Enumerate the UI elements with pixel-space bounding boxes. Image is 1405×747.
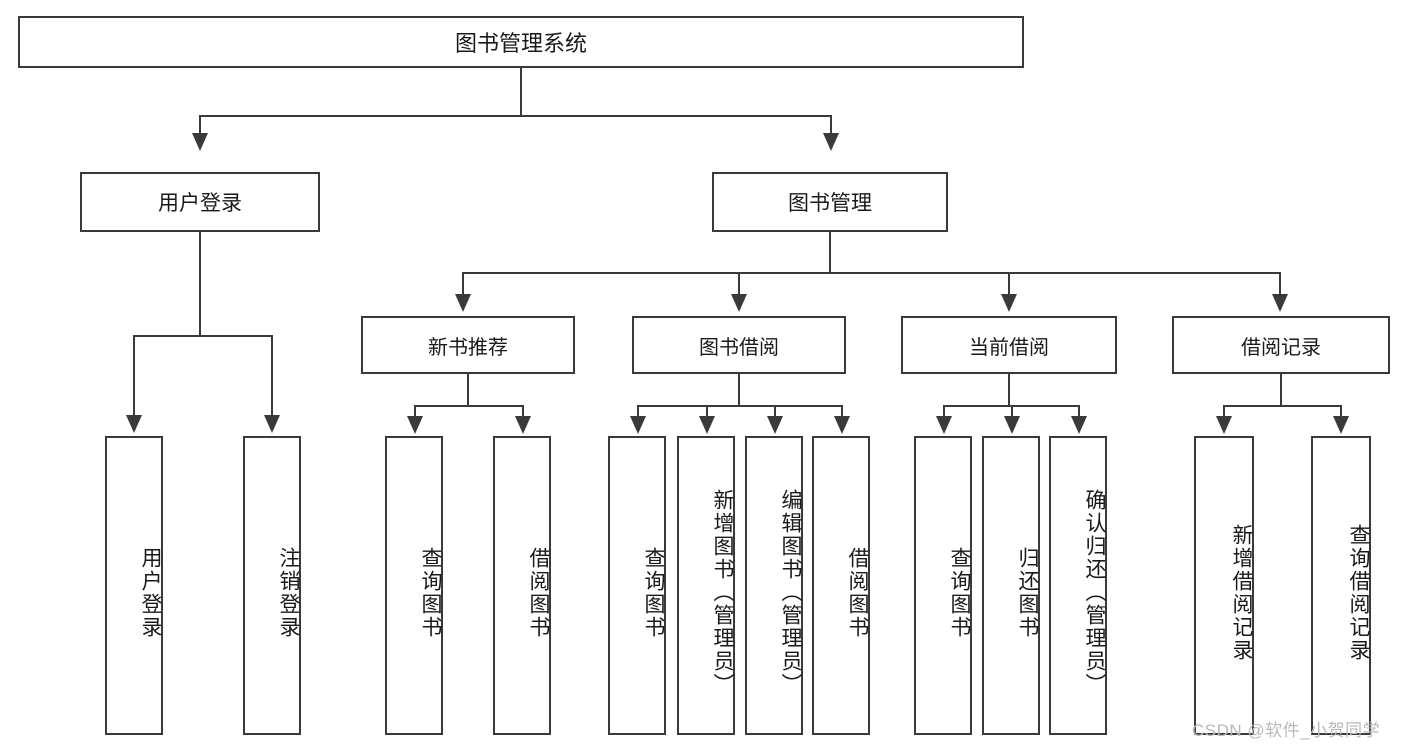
connector-to-book-borrow — [738, 272, 740, 296]
node-label: 查询图书 — [642, 546, 665, 639]
node-new-book-recommend[interactable]: 新书推荐 — [361, 316, 575, 374]
leaf-query-book-recommend[interactable]: 查询图书 — [385, 436, 443, 735]
node-label: 查询图书 — [419, 546, 442, 639]
leaf-borrow-book-recommend[interactable]: 借阅图书 — [493, 436, 551, 735]
connector-book-borrow-c4 — [841, 405, 843, 418]
node-user-login[interactable]: 用户登录 — [80, 172, 320, 232]
node-label: 查询借阅记录 — [1347, 523, 1370, 662]
connector-current-borrow-stem — [1008, 374, 1010, 405]
node-label: 借阅记录 — [1241, 336, 1321, 359]
node-label: 图书借阅 — [699, 336, 779, 359]
node-label: 图书管理系统 — [454, 31, 587, 56]
leaf-query-book-current[interactable]: 查询图书 — [914, 436, 972, 735]
connector-user-login-right — [271, 335, 273, 417]
connector-root-to-book-manage — [830, 115, 832, 137]
leaf-user-login[interactable]: 用户登录 — [105, 436, 163, 735]
leaf-query-book-borrow[interactable]: 查询图书 — [608, 436, 666, 735]
node-label: 查询图书 — [948, 546, 971, 639]
arrowhead-book-borrow-leaf-3 — [767, 416, 783, 434]
node-label: 用户登录 — [139, 546, 162, 639]
node-label: 新增借阅记录 — [1230, 523, 1253, 662]
arrowhead-to-book-borrow — [731, 294, 747, 312]
node-label: 注销登录 — [277, 546, 300, 639]
leaf-borrow-book[interactable]: 借阅图书 — [812, 436, 870, 735]
node-current-borrow[interactable]: 当前借阅 — [901, 316, 1117, 374]
connector-new-book-c1 — [414, 405, 416, 418]
connector-book-borrow-c2 — [706, 405, 708, 418]
node-label: 确认归还（管理员） — [1083, 489, 1106, 696]
arrowhead-user-login-leaf-1 — [126, 415, 142, 433]
connector-book-manage-stem — [829, 232, 831, 272]
connector-current-borrow-c1 — [943, 405, 945, 418]
connector-current-borrow-c3 — [1078, 405, 1080, 418]
connector-user-login-left — [133, 335, 135, 417]
leaf-return-book[interactable]: 归还图书 — [982, 436, 1040, 735]
leaf-confirm-return-admin[interactable]: 确认归还（管理员） — [1049, 436, 1107, 735]
connector-to-current-borrow — [1008, 272, 1010, 296]
node-label: 归还图书 — [1016, 546, 1039, 639]
node-label: 借阅图书 — [846, 546, 869, 639]
leaf-logout[interactable]: 注销登录 — [243, 436, 301, 735]
arrowhead-to-current-borrow — [1001, 294, 1017, 312]
node-book-management[interactable]: 图书管理 — [712, 172, 948, 232]
connector-book-borrow-c3 — [774, 405, 776, 418]
connector-borrow-record-c1 — [1223, 405, 1225, 418]
connector-root-bar — [199, 115, 832, 117]
node-label: 用户登录 — [158, 192, 242, 215]
connector-user-login-bar — [133, 335, 272, 337]
arrowhead-root-to-book-manage — [823, 133, 839, 151]
connector-borrow-record-stem — [1280, 374, 1282, 405]
arrowhead-book-borrow-leaf-2 — [699, 416, 715, 434]
node-root-system[interactable]: 图书管理系统 — [18, 16, 1024, 68]
arrowhead-new-book-leaf-2 — [515, 416, 531, 434]
node-label: 当前借阅 — [969, 336, 1049, 359]
arrowhead-borrow-record-leaf-1 — [1216, 416, 1232, 434]
connector-new-book-c2 — [522, 405, 524, 418]
connector-current-borrow-c2 — [1011, 405, 1013, 418]
arrowhead-new-book-leaf-1 — [407, 416, 423, 434]
node-label: 新增图书（管理员） — [711, 489, 734, 696]
arrowhead-borrow-record-leaf-2 — [1333, 416, 1349, 434]
connector-book-manage-bar — [462, 272, 1281, 274]
node-book-borrow[interactable]: 图书借阅 — [632, 316, 846, 374]
arrowhead-to-borrow-record — [1272, 294, 1288, 312]
leaf-edit-book-admin[interactable]: 编辑图书（管理员） — [745, 436, 803, 735]
arrowhead-current-borrow-leaf-3 — [1071, 416, 1087, 434]
arrowhead-book-borrow-leaf-4 — [834, 416, 850, 434]
connector-book-borrow-c1 — [637, 405, 639, 418]
connector-to-new-book — [462, 272, 464, 296]
connector-book-borrow-bar — [637, 405, 842, 407]
arrowhead-book-borrow-leaf-1 — [630, 416, 646, 434]
arrowhead-user-login-leaf-2 — [264, 415, 280, 433]
node-label: 新书推荐 — [428, 336, 508, 359]
arrowhead-current-borrow-leaf-2 — [1004, 416, 1020, 434]
leaf-add-book-admin[interactable]: 新增图书（管理员） — [677, 436, 735, 735]
connector-root-stem — [520, 68, 522, 115]
connector-to-borrow-record — [1279, 272, 1281, 296]
node-borrow-record[interactable]: 借阅记录 — [1172, 316, 1390, 374]
leaf-add-borrow-record[interactable]: 新增借阅记录 — [1194, 436, 1254, 735]
connector-borrow-record-c2 — [1340, 405, 1342, 418]
connector-new-book-stem — [467, 374, 469, 405]
node-label: 借阅图书 — [527, 546, 550, 639]
connector-book-borrow-stem — [738, 374, 740, 405]
node-label: 图书管理 — [788, 192, 872, 215]
arrowhead-current-borrow-leaf-1 — [936, 416, 952, 434]
arrowhead-root-to-user-login — [192, 133, 208, 151]
node-label: 编辑图书（管理员） — [779, 489, 802, 696]
connector-user-login-stem — [199, 232, 201, 335]
connector-borrow-record-bar — [1223, 405, 1342, 407]
leaf-query-borrow-record[interactable]: 查询借阅记录 — [1311, 436, 1371, 735]
arrowhead-to-new-book — [455, 294, 471, 312]
connector-new-book-bar — [414, 405, 524, 407]
connector-root-to-user-login — [199, 115, 201, 137]
